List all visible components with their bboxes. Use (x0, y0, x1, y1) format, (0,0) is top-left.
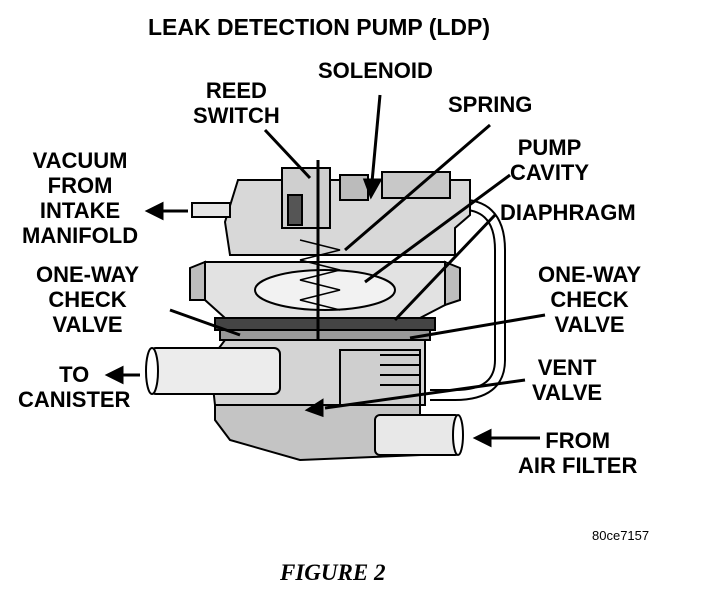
label-pump-cavity: PUMP CAVITY (510, 135, 590, 185)
label-reed-switch: REED SWITCH (193, 78, 280, 128)
label-check-valve-left: ONE-WAY CHECK VALVE (36, 262, 140, 337)
figure-code: 80ce7157 (592, 528, 650, 543)
label-diaphragm: DIAPHRAGM (500, 200, 636, 225)
label-vacuum: VACUUM FROM INTAKE MANIFOLD (22, 148, 139, 248)
diaphragm-shape (214, 317, 436, 331)
air-filter-pipe (374, 414, 461, 456)
label-check-valve-right: ONE-WAY CHECK VALVE (538, 262, 642, 337)
figure-caption: FIGURE 2 (280, 560, 386, 585)
spring-coil (299, 239, 341, 311)
page-title: LEAK DETECTION PUMP (LDP) (148, 14, 491, 40)
base (214, 404, 421, 462)
label-vent-valve: VENT VALVE (532, 355, 603, 405)
vacuum-nipple (191, 202, 231, 218)
label-from-air-filter: FROM AIR FILTER (518, 428, 638, 478)
canister-pipe (149, 347, 281, 395)
label-spring: SPRING (448, 92, 533, 117)
label-to-canister: TO CANISTER (18, 362, 131, 412)
label-solenoid: SOLENOID (318, 58, 433, 83)
